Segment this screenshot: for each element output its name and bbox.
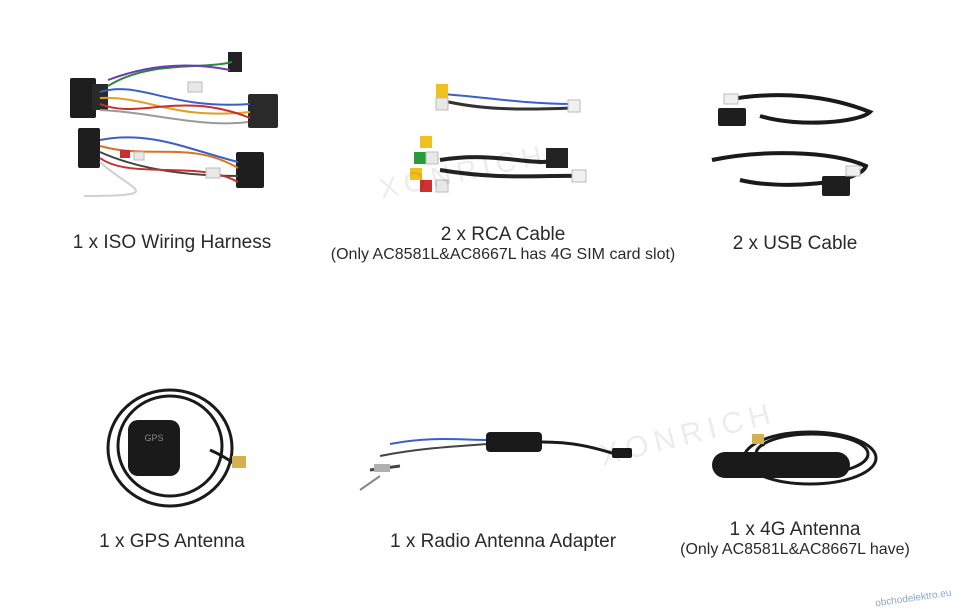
- caption-radio-antenna-adapter: 1 x Radio Antenna Adapter: [372, 531, 634, 553]
- gps-antenna-image: GPS: [106, 388, 246, 508]
- caption-main: 2 x RCA Cable: [440, 224, 566, 245]
- rca-cable-image: [410, 84, 587, 193]
- caption-main: 1 x ISO Wiring Harness: [72, 232, 272, 253]
- caption-main: 1 x GPS Antenna: [99, 531, 245, 552]
- caption-iso-wiring-harness: 1 x ISO Wiring Harness: [52, 232, 292, 254]
- 4g-antenna-image: [712, 430, 878, 486]
- radio-antenna-adapter-image: [359, 432, 632, 491]
- caption-4g-antenna: 1 x 4G Antenna (Only AC8581L&AC8667L hav…: [660, 519, 930, 559]
- caption-note: (Only AC8581L&AC8667L has 4G SIM card sl…: [330, 246, 676, 263]
- usb-cable-image: [711, 93, 874, 196]
- iso-wiring-harness-image: [70, 52, 278, 197]
- caption-usb-cable: 2 x USB Cable: [705, 233, 885, 255]
- caption-note: (Only AC8581L&AC8667L have): [680, 541, 910, 558]
- caption-gps-antenna: 1 x GPS Antenna: [82, 531, 262, 553]
- caption-main: 1 x 4G Antenna: [729, 519, 861, 540]
- caption-main: 1 x Radio Antenna Adapter: [389, 531, 617, 552]
- caption-main: 2 x USB Cable: [732, 233, 858, 254]
- caption-rca-cable: 2 x RCA Cable (Only AC8581L&AC8667L has …: [302, 224, 704, 264]
- gps-module-text: GPS: [144, 433, 163, 443]
